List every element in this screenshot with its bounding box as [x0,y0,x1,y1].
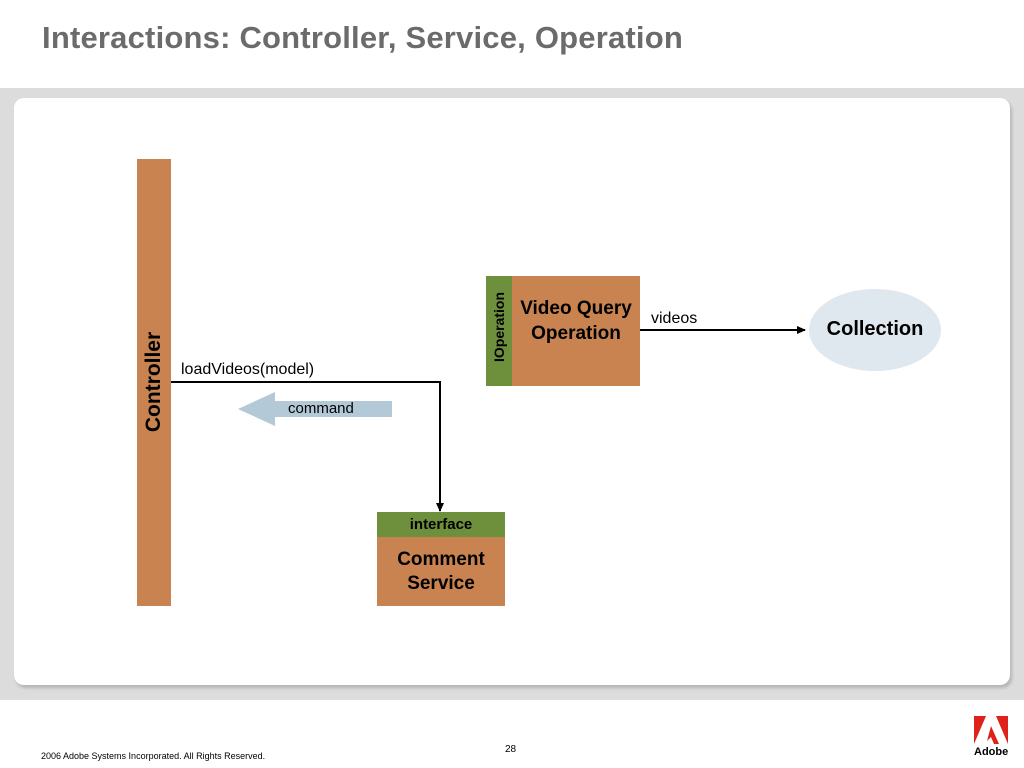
video-query-operation-label: Video Query Operation [520,298,632,344]
videos-edge-label: videos [651,310,698,327]
collection-node: Collection [809,289,941,371]
slide-title: Interactions: Controller, Service, Opera… [42,20,684,55]
copyright-footer: 2006 Adobe Systems Incorporated. All Rig… [41,751,266,761]
page-number: 28 [505,744,517,755]
ioperation-label: IOperation [491,291,507,363]
load-videos-connector [171,381,444,512]
adobe-wordmark: Adobe [974,746,1009,758]
collection-label: Collection [826,317,924,340]
interface-label: interface [409,516,473,533]
controller-component [137,159,171,606]
command-label: command [288,400,354,417]
ioperation-interface-tab [486,276,512,386]
service-interface-tab: interface [377,512,505,537]
command-arrow [238,392,392,426]
comment-service-component: Comment Service [377,537,505,606]
load-videos-edge-label: loadVideos(model) [181,361,315,378]
comment-service-label: Comment Service [397,548,485,594]
diagram-panel [14,98,1010,685]
video-query-operation-component: Video Query Operation [512,276,640,386]
controller-label: Controller [142,331,165,433]
adobe-logo-icon [974,716,1008,744]
